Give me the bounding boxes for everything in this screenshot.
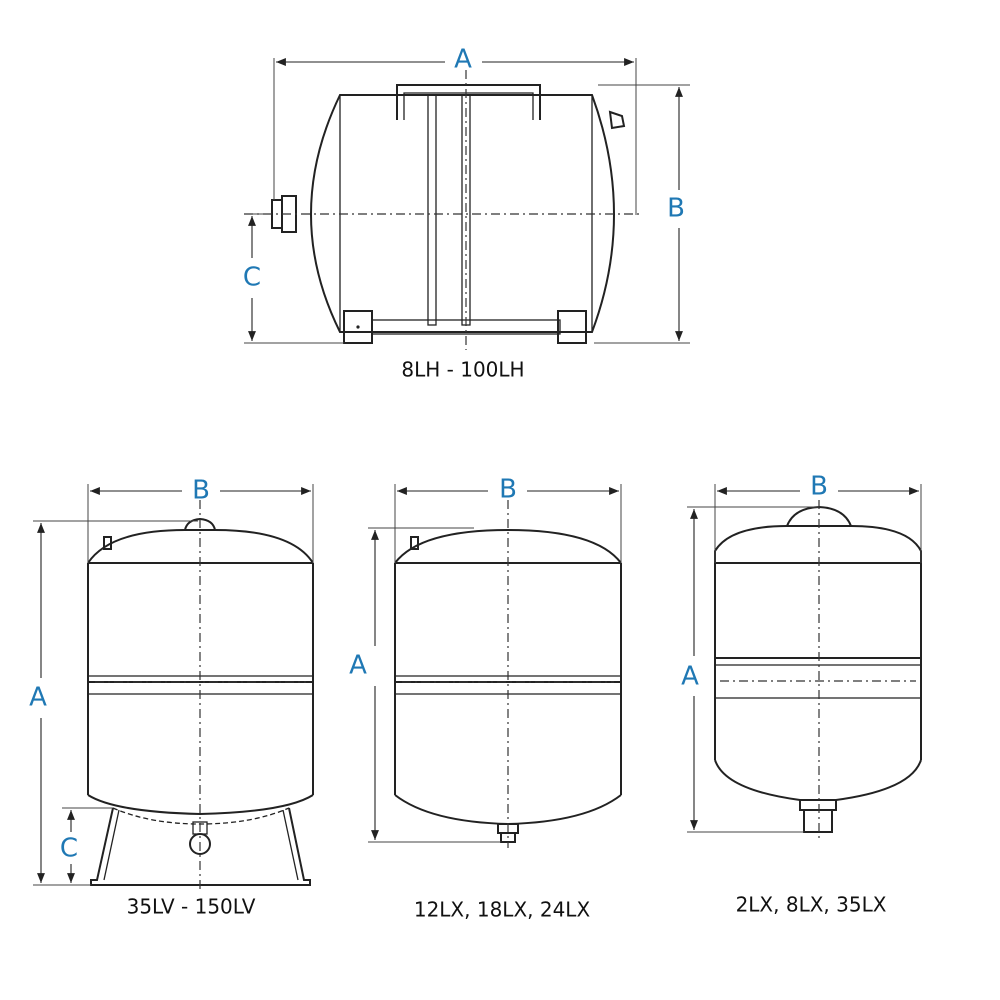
dimension-b-label: B: [810, 472, 828, 502]
dimension-c-label: C: [243, 263, 261, 293]
horizontal-tank-drawing: [271, 84, 626, 344]
small-tank-drawing: [714, 505, 922, 833]
dimension-a-label: A: [29, 683, 47, 713]
dimension-b-label: B: [667, 194, 685, 224]
dimension-b-label: B: [192, 476, 210, 506]
dimension-a-label: A: [349, 651, 367, 681]
dimension-a-label: A: [454, 45, 472, 75]
model-caption: 35LV - 150LV: [127, 895, 256, 919]
horizontal-tank-diagram: A B C 8LH - 100LH: [243, 45, 690, 382]
model-caption: 2LX, 8LX, 35LX: [736, 893, 887, 917]
dimension-b-label: B: [499, 475, 517, 505]
model-caption: 12LX, 18LX, 24LX: [414, 898, 591, 922]
model-caption: 8LH - 100LH: [401, 358, 524, 382]
small-tank-diagram: B A 2LX, 8LX, 35LX: [681, 472, 922, 917]
dimension-c-label: C: [60, 834, 78, 864]
vertical-stand-tank-diagram: B A C 35LV - 150LV: [29, 476, 314, 919]
mid-tank-diagram: B A 12LX, 18LX, 24LX: [349, 475, 622, 922]
dimension-a-label: A: [681, 662, 699, 692]
